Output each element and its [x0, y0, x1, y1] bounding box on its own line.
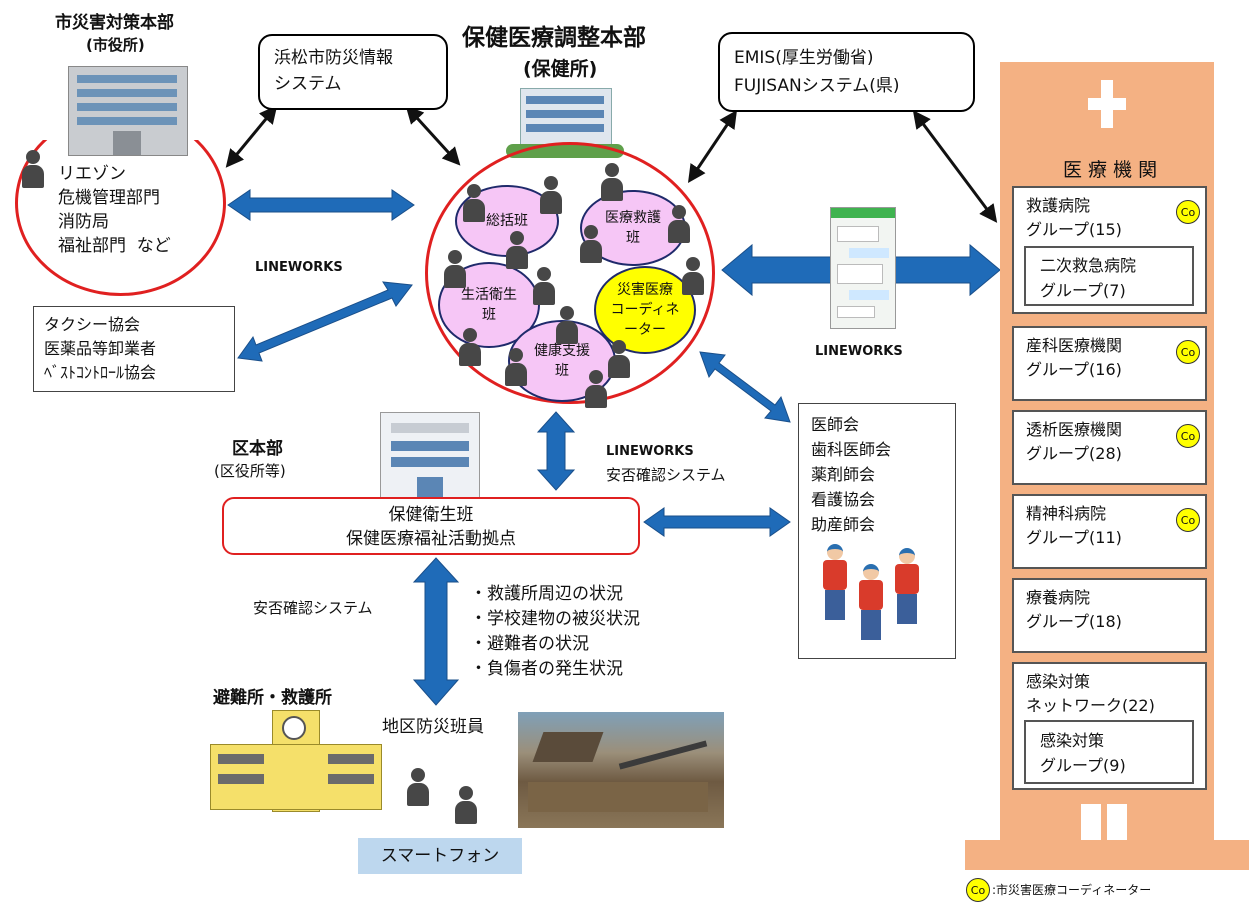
center-circle [425, 142, 715, 404]
staff-icon [533, 267, 555, 305]
liaison-person-icon [22, 150, 44, 188]
hospital-group-dialysis: 透析医療機関 グループ(28) Co [1012, 410, 1207, 485]
lineworks-mid-label: LINEWORKS [606, 444, 694, 459]
safety-system-mid-label: 安否確認システム [606, 466, 726, 484]
blue-arrow-center-medassoc [699, 351, 791, 423]
staff-icon [556, 306, 578, 344]
group-name: 産科医療機関 グループ(16) [1026, 336, 1123, 379]
emis-box: EMIS(厚生労働省) FUJISANシステム(県) [718, 32, 975, 112]
team-coordinator: 災害医療 コーディネ ーター [594, 266, 696, 354]
staff-icon [505, 348, 527, 386]
staff-icon [444, 250, 466, 288]
smartphone-label: スマートフォン [358, 838, 522, 874]
shelter-title: 避難所・救護所 [213, 688, 332, 708]
legend-text: :市災害医療コーディネーター [992, 883, 1152, 897]
medical-cross-icon [1088, 80, 1126, 134]
group-name: 感染対策 ネットワーク(22) [1026, 672, 1155, 715]
arrow-emis-to-hospital [912, 110, 998, 223]
group-name: 精神科病院 グループ(11) [1026, 504, 1122, 547]
staff-icon [463, 184, 485, 222]
lineworks-right-label: LINEWORKS [815, 344, 903, 359]
hospital-group-psychiatric: 精神科病院 グループ(11) Co [1012, 494, 1207, 569]
staff-icon [601, 163, 623, 201]
arrow-info-to-center [405, 105, 461, 166]
city-hq-members: リエゾン 危機管理部門 消防局 福祉部門 など [58, 164, 171, 256]
blue-arrow-cityhq-center [227, 189, 415, 221]
associations-box: タクシー協会 医薬品等卸業者 ﾍﾞｽﾄｺﾝﾄﾛｰﾙ協会 [33, 306, 235, 392]
rescue-worker-icon [893, 548, 921, 628]
blue-arrow-center-associations [237, 281, 413, 362]
lineworks-left-label: LINEWORKS [255, 260, 343, 275]
coordinator-badge: Co [1176, 200, 1200, 224]
inner-group-name: 二次救急病院 グループ(7) [1040, 256, 1137, 300]
disaster-info-system-box: 浜松市防災情報 システム [258, 34, 448, 110]
rescue-worker-icon [857, 564, 885, 644]
city-hq-circle [15, 140, 226, 296]
legend-coordinator-badge: Co [966, 878, 990, 902]
staff-icon [540, 176, 562, 214]
rescue-worker-icon [821, 544, 849, 624]
arrow-emis-to-center [687, 110, 738, 183]
infection-control-group: 感染対策 グループ(9) [1024, 720, 1194, 784]
city-hq-subtitle: (市役所) [86, 36, 145, 54]
secondary-emergency-group: 二次救急病院 グループ(7) [1024, 246, 1194, 306]
group-name: 透析医療機関 グループ(28) [1026, 420, 1123, 463]
medical-assoc-box: 医師会 歯科医師会 薬剤師会 看護協会 助産師会 [798, 403, 956, 659]
district-staff-label: 地区防災班員 [382, 717, 484, 737]
ward-hub-box: 保健衛生班 保健医療福祉活動拠点 [222, 497, 640, 555]
arrow-info-to-cityhq [225, 105, 278, 168]
staff-icon [585, 370, 607, 408]
hospital-group-obstetrics: 産科医療機関 グループ(16) Co [1012, 326, 1207, 401]
city-hq-title: 市災害対策本部 [55, 13, 174, 33]
staff-icon [580, 225, 602, 263]
staff-icon [608, 340, 630, 378]
blue-arrow-ward-shelter [412, 557, 460, 706]
coordinator-badge: Co [1176, 508, 1200, 532]
school-building-image [210, 710, 382, 812]
center-subtitle: (保健所) [523, 58, 598, 80]
medical-institutions-title: 医 療 機 関 [1063, 159, 1158, 181]
hospital-group-infection-network: 感染対策 ネットワーク(22) 感染対策 グループ(9) [1012, 662, 1207, 790]
disaster-debris-photo [518, 712, 724, 828]
blue-arrow-ward-medassoc [643, 507, 791, 537]
ward-hq-title: 区本部 [232, 439, 283, 459]
ward-office-building-image [380, 412, 480, 504]
staff-icon [682, 257, 704, 295]
hospital-group-relief: 救護病院 グループ(15) Co 二次救急病院 グループ(7) [1012, 186, 1207, 314]
staff-icon [459, 328, 481, 366]
group-name: 療養病院 グループ(18) [1026, 588, 1122, 631]
center-title: 保健医療調整本部 [462, 25, 646, 51]
coordinator-badge: Co [1176, 424, 1200, 448]
district-staff-icon [455, 786, 477, 824]
medical-assoc-list: 医師会 歯科医師会 薬剤師会 看護協会 助産師会 [811, 415, 892, 534]
blue-arrow-center-ward [536, 411, 576, 491]
safety-system-left-label: 安否確認システム [253, 599, 373, 617]
staff-icon [668, 205, 690, 243]
staff-icon [506, 231, 528, 269]
status-list: ・救護所周辺の状況 ・学校建物の被災状況 ・避難者の状況 ・負傷者の発生状況 [470, 584, 640, 679]
inner-group-name: 感染対策 グループ(9) [1040, 731, 1126, 775]
group-name: 救護病院 グループ(15) [1026, 196, 1122, 239]
ward-hq-subtitle: (区役所等) [214, 462, 286, 480]
coordinator-badge: Co [1176, 340, 1200, 364]
hospital-group-long-term-care: 療養病院 グループ(18) [1012, 578, 1207, 653]
lineworks-chat-screenshot [830, 207, 896, 329]
district-staff-icon [407, 768, 429, 806]
